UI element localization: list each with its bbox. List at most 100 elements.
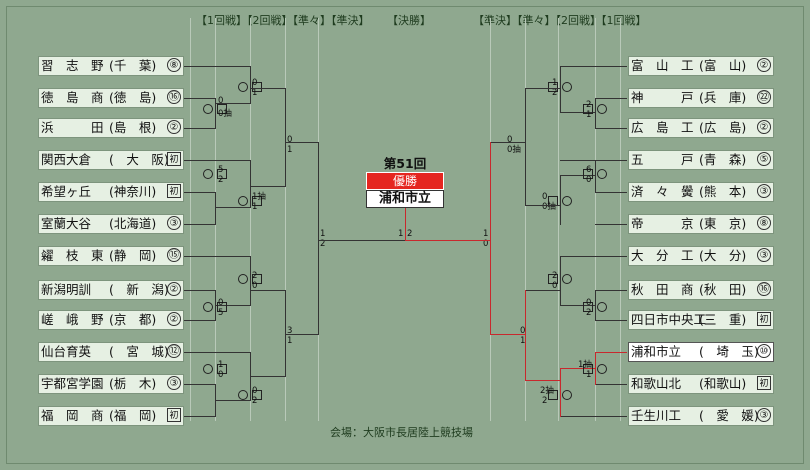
team-prefecture: (千 葉) <box>109 58 157 73</box>
bracket-line <box>318 142 319 335</box>
bracket-line <box>560 66 561 113</box>
result-square-icon <box>548 390 558 400</box>
champion-name: 浦和市立 <box>366 190 444 208</box>
team-prefecture: (島 根) <box>109 120 157 135</box>
bracket-line <box>184 352 251 353</box>
team-right-7[interactable]: 大 分 工(大 分)③ <box>628 246 774 266</box>
round-label-final: 【決勝】 <box>387 14 431 27</box>
score-label: 1 <box>252 202 258 212</box>
team-left-7[interactable]: 糴 枝 東(静 岡)⑮ <box>38 246 184 266</box>
result-square-icon <box>583 104 593 114</box>
team-left-8[interactable]: 新潟明訓( 新 潟)② <box>38 280 184 300</box>
score-label: 6 <box>586 165 592 175</box>
team-left-12[interactable]: 福 岡 商(福 岡)初 <box>38 406 184 426</box>
bracket-line <box>525 205 561 206</box>
bracket-line <box>560 416 627 417</box>
team-left-4[interactable]: 関西大倉( 大 阪)初 <box>38 150 184 170</box>
team-left-5[interactable]: 希望ヶ丘(神奈川)初 <box>38 182 184 202</box>
team-right-11[interactable]: 和歌山北(和歌山)初 <box>628 374 774 394</box>
score-label: 0 <box>287 135 293 145</box>
bracket-line <box>525 380 561 381</box>
team-right-4[interactable]: 五 戸(青 森)⑤ <box>628 150 774 170</box>
bracket-line <box>215 305 251 306</box>
team-left-3[interactable]: 浜 田(島 根)② <box>38 118 184 138</box>
team-prefecture: (徳 島) <box>109 90 157 105</box>
score-label: 1抽 <box>252 192 266 202</box>
bracket-line <box>595 352 627 353</box>
bracket-line <box>525 290 561 291</box>
team-left-11[interactable]: 宇都宮学園(栃 木)③ <box>38 374 184 394</box>
appearance-badge: ⑯ <box>167 90 181 104</box>
winner-circle-icon <box>562 274 572 284</box>
winner-circle-icon <box>562 82 572 92</box>
team-right-5[interactable]: 済 々 黌(熊 本)③ <box>628 182 774 202</box>
appearance-badge: ㉒ <box>757 90 771 104</box>
result-square-icon <box>548 82 558 92</box>
score-label: 2抽 <box>540 386 554 396</box>
bracket-line <box>490 142 491 335</box>
team-prefecture: (北海道) <box>109 216 157 231</box>
round-label-r2-left: 【2回戦】 <box>247 14 293 27</box>
bracket-line <box>184 256 251 257</box>
team-left-6[interactable]: 室蘭大谷(北海道)③ <box>38 214 184 234</box>
bracket-line <box>490 142 526 143</box>
team-prefecture: (熊 本) <box>699 184 747 199</box>
team-right-10[interactable]: 浦和市立( 埼 玉)⑩ <box>628 342 774 362</box>
team-name: 帝 京 <box>631 216 694 231</box>
score-label: 0 <box>542 192 548 202</box>
appearance-badge: ② <box>167 120 181 134</box>
appearance-badge: ⑯ <box>757 282 771 296</box>
team-right-6[interactable]: 帝 京 (東 京) ⑧ <box>628 214 774 234</box>
bracket-line <box>318 240 406 241</box>
team-right-1[interactable]: 富 山 工(富 山)② <box>628 56 774 76</box>
score-label: 0 <box>252 386 258 396</box>
bracket-line <box>250 376 286 377</box>
bracket-line <box>560 305 596 306</box>
appearance-badge: 初 <box>757 376 771 390</box>
bracket-line <box>595 160 596 193</box>
bracket-line <box>595 224 627 225</box>
team-right-2[interactable]: 神 戸(兵 庫)㉒ <box>628 88 774 108</box>
appearance-badge: ⑫ <box>167 344 181 358</box>
score-label: 0抽 <box>507 145 521 155</box>
bracket-line <box>250 290 286 291</box>
team-left-9[interactable]: 嵯 峨 野(京 都)② <box>38 310 184 330</box>
bracket-line <box>190 18 191 421</box>
score-label: 1 <box>586 370 592 380</box>
winner-circle-icon <box>597 104 607 114</box>
appearance-badge: 初 <box>167 408 181 422</box>
score-label: 2 <box>407 229 413 239</box>
team-name: 福 岡 商 <box>41 408 104 423</box>
result-square-icon <box>252 390 262 400</box>
score-label: 1 <box>218 360 224 370</box>
team-right-8[interactable]: 秋 田 商(秋 田)⑯ <box>628 280 774 300</box>
score-label: 2 <box>586 100 592 110</box>
score-label: 1 <box>287 336 293 346</box>
team-prefecture: ( 宮 城) <box>109 344 169 359</box>
winner-circle-icon <box>203 302 213 312</box>
result-square-icon <box>217 169 227 179</box>
result-square-icon <box>217 364 227 374</box>
team-prefecture: (東 京) <box>699 216 747 231</box>
round-label-left: 【1回戦】【2回戦】【準々】【準決】 <box>196 12 370 28</box>
team-name: 五 戸 <box>631 152 694 167</box>
score-label: 2 <box>586 308 592 318</box>
team-prefecture: ( 埼 玉) <box>699 344 759 359</box>
team-prefecture: (京 都) <box>109 312 157 327</box>
appearance-badge: ⑧ <box>757 216 771 230</box>
round-label-r1-left: 【1回戦】 <box>196 14 247 27</box>
team-right-9[interactable]: 四日市中央工(三 重)初 <box>628 310 774 330</box>
team-prefecture: ( 新 潟) <box>109 282 169 297</box>
team-left-2[interactable]: 徳 島 商(徳 島)⑯ <box>38 88 184 108</box>
team-right-3[interactable]: 広 島 工(広 島)② <box>628 118 774 138</box>
team-left-10[interactable]: 仙台育英( 宮 城)⑫ <box>38 342 184 362</box>
score-label: 2 <box>542 396 548 406</box>
team-right-12[interactable]: 壬生川工( 愛 媛)③ <box>628 406 774 426</box>
bracket-line <box>184 320 216 321</box>
bracket-line <box>215 98 216 129</box>
score-label: 5 <box>218 165 224 175</box>
round-label-sf-left: 【準決】 <box>331 14 370 27</box>
team-left-1[interactable]: 習 志 野(千 葉)⑧ <box>38 56 184 76</box>
team-name: 習 志 野 <box>41 58 104 73</box>
score-label: 3 <box>287 326 293 336</box>
